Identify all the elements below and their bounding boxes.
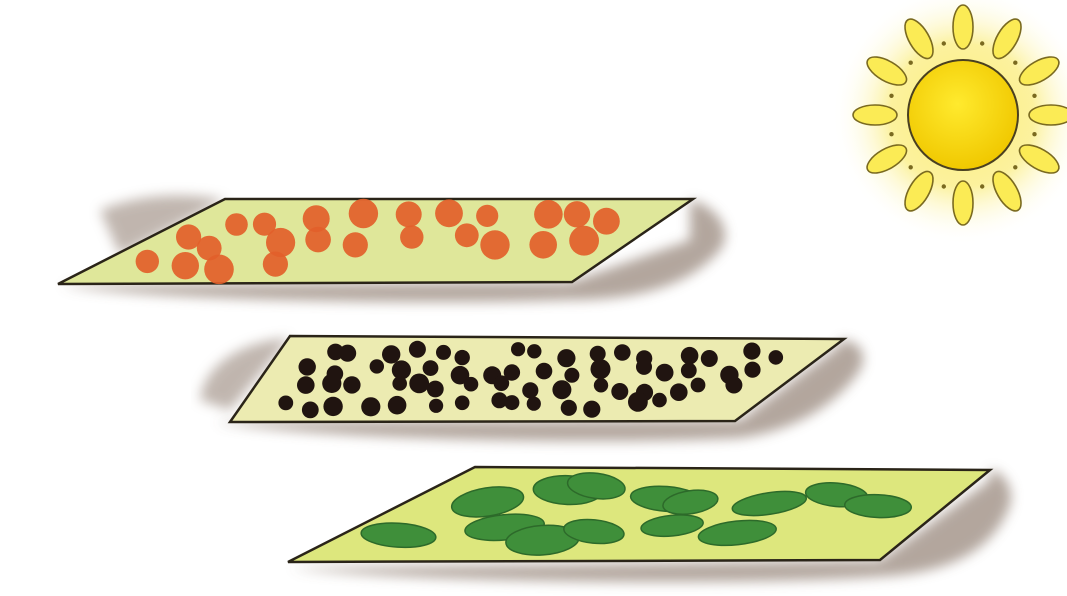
sun-dot bbox=[1013, 61, 1017, 65]
seed bbox=[323, 397, 342, 416]
sun bbox=[832, 0, 1067, 245]
seed bbox=[670, 383, 688, 401]
sun-dot bbox=[942, 184, 946, 188]
seed bbox=[593, 208, 620, 235]
seed bbox=[743, 343, 760, 360]
seed bbox=[494, 375, 510, 391]
seed bbox=[527, 397, 541, 411]
sun-ray bbox=[953, 181, 973, 225]
seed bbox=[409, 341, 426, 358]
seed bbox=[591, 359, 611, 379]
seed bbox=[400, 225, 423, 248]
sun-dot bbox=[909, 61, 913, 65]
seed bbox=[305, 227, 331, 253]
seed bbox=[476, 205, 498, 227]
seed bbox=[396, 201, 422, 227]
tray-black-seeds bbox=[200, 336, 863, 441]
seed bbox=[725, 377, 742, 394]
seed bbox=[388, 396, 407, 415]
seed bbox=[564, 201, 590, 227]
seed bbox=[464, 377, 479, 392]
seed bbox=[691, 378, 706, 393]
seed bbox=[527, 344, 541, 358]
seed bbox=[409, 374, 429, 394]
seed bbox=[511, 342, 525, 356]
seed bbox=[564, 368, 579, 383]
seed bbox=[343, 232, 368, 257]
seed bbox=[614, 344, 631, 361]
sun-dot bbox=[1013, 165, 1017, 169]
seed bbox=[583, 401, 600, 418]
seed bbox=[455, 350, 470, 365]
seed bbox=[594, 378, 608, 392]
seed bbox=[455, 223, 479, 247]
seed bbox=[392, 376, 407, 391]
seed bbox=[382, 345, 400, 363]
seed bbox=[204, 254, 234, 284]
sun-dot bbox=[980, 184, 984, 188]
seed bbox=[534, 200, 563, 229]
seed bbox=[681, 347, 699, 365]
sun-dot bbox=[889, 94, 893, 98]
sun-ray bbox=[853, 105, 897, 125]
seed bbox=[480, 230, 509, 259]
seed bbox=[628, 392, 648, 412]
seed bbox=[172, 252, 199, 279]
seed bbox=[557, 349, 575, 367]
seed bbox=[522, 382, 538, 398]
tray-green-leaves bbox=[288, 467, 1011, 582]
sun-dot bbox=[889, 132, 893, 136]
sun-dot bbox=[1032, 94, 1036, 98]
sun-dot bbox=[909, 165, 913, 169]
seed bbox=[769, 350, 784, 365]
seed bbox=[297, 376, 315, 394]
seed bbox=[427, 381, 444, 398]
seed bbox=[435, 199, 463, 227]
seed bbox=[569, 226, 599, 256]
sun-dot bbox=[942, 41, 946, 45]
seed bbox=[349, 199, 378, 228]
seed bbox=[536, 363, 553, 380]
seed bbox=[611, 383, 628, 400]
seed bbox=[302, 402, 319, 419]
tray-red-seeds bbox=[58, 196, 725, 302]
seed bbox=[322, 374, 341, 393]
seed bbox=[436, 345, 451, 360]
seed bbox=[423, 360, 439, 376]
seed bbox=[561, 400, 577, 416]
sun-dot bbox=[1032, 132, 1036, 136]
seed bbox=[136, 250, 159, 273]
seed bbox=[278, 396, 293, 411]
seed bbox=[504, 395, 519, 410]
seed bbox=[429, 399, 443, 413]
seed bbox=[263, 252, 288, 277]
seed bbox=[701, 350, 718, 367]
seed bbox=[681, 363, 697, 379]
seed bbox=[225, 213, 248, 236]
sun-icon bbox=[908, 60, 1018, 170]
seed bbox=[339, 345, 356, 362]
sun-ray bbox=[953, 5, 973, 49]
sun-dot bbox=[980, 41, 984, 45]
seed bbox=[552, 380, 571, 399]
seed bbox=[529, 231, 557, 259]
seed bbox=[656, 364, 674, 382]
seed bbox=[370, 359, 384, 373]
seed bbox=[636, 359, 652, 375]
seed bbox=[652, 393, 667, 408]
seed bbox=[744, 362, 760, 378]
seed bbox=[590, 346, 606, 362]
sun-ray bbox=[1029, 105, 1067, 125]
seed bbox=[299, 358, 316, 375]
seed bbox=[343, 376, 360, 393]
seed bbox=[361, 397, 380, 416]
seed bbox=[455, 396, 470, 411]
